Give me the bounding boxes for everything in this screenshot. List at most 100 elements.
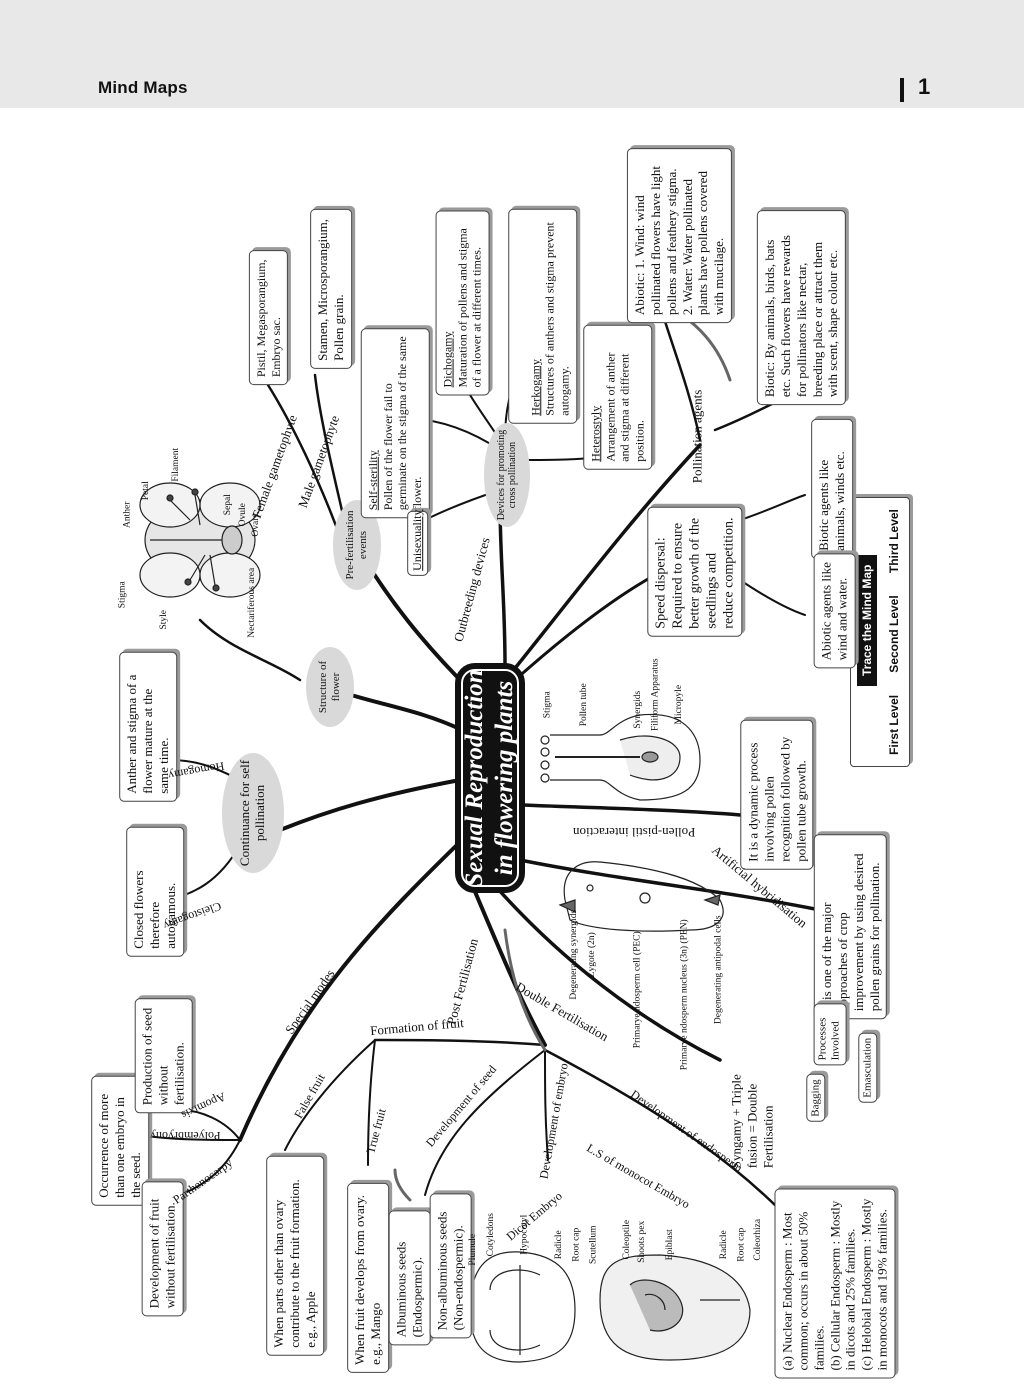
unisexuality-label: Unisexuality [410, 509, 425, 571]
monocot-label-root-cap: Root cap [736, 1227, 747, 1262]
connector-double [488, 878, 722, 1062]
self-sterility-text: Pollen of the flower fail to germinate o… [380, 336, 424, 511]
legend-first-level: First Level [887, 694, 901, 755]
box-unisexuality: Unisexuality [407, 509, 428, 576]
legend-title: Trace the Mind Map [857, 554, 877, 686]
monocot-label-shoot-apex: Shoots pex [637, 1220, 648, 1263]
flower-label-nectariferous: Nectariferous area [247, 567, 258, 638]
flower-label-petal: Petal [140, 481, 151, 501]
monocot-label-coleorhiza: Coleorhiza [753, 1218, 764, 1261]
box-artificial-hybridisation: It is one of the major approaches of cro… [813, 834, 888, 1020]
pistil-figure [540, 713, 701, 801]
box-true-fruit: When fruit develops from ovary. e.g., Ma… [347, 1182, 389, 1373]
node-devices-cross: Devices for promoting cross pollination [484, 423, 530, 527]
monocot-label-scutellum: Scutellum [588, 1225, 599, 1265]
box-endosperm-types: (a) Nuclear Endosperm : Most common; occ… [774, 1188, 896, 1379]
dichogamy-text: Maturation of pollens and stigma of a fl… [455, 228, 484, 388]
monocot-embryo-figure [599, 1254, 751, 1361]
connector-post [468, 878, 547, 1047]
connector-pollenpistil [520, 803, 742, 817]
central-topic-line2: in flowering plants [491, 680, 518, 876]
connector-pollination [510, 443, 702, 674]
sac-label-zygote: Zygote (2n) [586, 932, 597, 978]
box-false-fruit: When parts other than ovary contribute t… [266, 1155, 324, 1356]
dicot-label-radicle: Radicle [553, 1230, 564, 1260]
sac-label-pec: Primarye ndosperm cell (PEC) [632, 931, 643, 1049]
box-herkogamy: Herkogamy Structures of anthers and stig… [508, 208, 577, 424]
sac-label-pen: Primarye ndosperm nucleus (3n) (PEN) [679, 919, 690, 1071]
flower-figure [139, 482, 261, 598]
pistil-label-micropyle: Micropyle [674, 684, 685, 725]
legend-trace-mind-map: Trace the Mind Map First Level Second Le… [850, 497, 910, 767]
box-apomixis: Production of seed without fertilisation… [134, 998, 193, 1114]
box-processes-involved: Processes Involved [813, 1003, 847, 1066]
flower-label-sepal: Sepal [222, 494, 233, 516]
endosperm-c: (c) Helobial Endosperm : Mostly in monoc… [858, 1198, 890, 1371]
box-non-albuminous: Non-albuminous seeds (Non-endospermic). [429, 1193, 472, 1339]
section-title: Mind Maps [98, 78, 188, 97]
flower-label-style: Style [159, 609, 170, 630]
pistil-label-synergids: Synergids [633, 690, 644, 729]
node-continuance: Continuance for self pollination [222, 753, 284, 873]
connector-endosperm [543, 1048, 782, 1212]
box-seed-dispersal: Speed dispersal: Required to ensure bett… [647, 506, 743, 637]
box-abiotic-pollination: Abiotic: 1. Wind: wind pollinated flower… [626, 148, 733, 324]
embryo-sac-figure [558, 861, 724, 932]
dicot-label-root-cap: Root cap [571, 1227, 582, 1262]
dichogamy-title: Dichogamy [440, 331, 455, 388]
page-number: 1 [918, 74, 931, 99]
connector-seed [424, 1049, 546, 1196]
heterostyly-title: Heterostyly [588, 405, 603, 462]
self-sterility-title: Self-sterility [365, 450, 380, 511]
flower-label-stigma: Stigma [117, 581, 128, 609]
connector-abioagent [739, 579, 806, 616]
flower-label-anther: Anther [122, 501, 133, 528]
connector-bioagent [739, 494, 806, 521]
dicot-label-plumule: Plumule [468, 1233, 479, 1266]
pistil-label-filiform: Filiform Apparatus [650, 658, 661, 732]
pistil-label-stigma: Stigma [542, 691, 553, 719]
connector-structure [333, 688, 464, 732]
monocot-label-radicle: Radicle [718, 1230, 729, 1260]
flower-label-ovary: Ovary [251, 512, 262, 537]
legend-second-level: Second Level [887, 595, 901, 673]
box-albuminous: Albuminous seeds (Endospermic). [388, 1210, 431, 1346]
sac-label-degen-antipodal: Degenerating antipodal cells [713, 915, 724, 1025]
box-heterostyly: Heterostyly Arrangement of anther and st… [583, 324, 652, 470]
dicot-label-hypocotyl: Hypocotyl [519, 1214, 530, 1255]
dicot-embryo-figure [469, 1251, 576, 1363]
box-pollen-pistil: It is a dynamic process involving pollen… [740, 719, 814, 870]
box-dichogamy: Dichogamy Maturation of pollens and stig… [435, 210, 490, 396]
connector-flowerfig [198, 618, 302, 682]
header-divider [900, 78, 904, 102]
connector-gray-1 [503, 928, 547, 1052]
central-topic-line1: Sexual Reproduction [461, 669, 488, 887]
connector-special [238, 838, 464, 1142]
connector-falsefruit [284, 1039, 376, 1151]
box-cleistogamy: Closed flowers therefore autogamous. [126, 826, 184, 957]
flower-label-ovule: Ovule [237, 503, 248, 527]
endosperm-b: (b) Cellular Endosperm : Mostly in dicot… [827, 1200, 858, 1371]
box-biotic-pollination: Biotic: By animals, birds, bats etc. Suc… [756, 210, 847, 406]
connector-embryo [544, 1049, 549, 1161]
sac-label-degen-synergids: Degenerating synergids [569, 909, 580, 1000]
connector-continuance [278, 778, 462, 832]
node-structure-of-flower: Structure of flower [306, 647, 354, 727]
box-bagging: Bagging [806, 1073, 826, 1122]
connector-gray-3 [393, 1168, 412, 1202]
endosperm-a: (a) Nuclear Endosperm : Most common; occ… [779, 1211, 827, 1371]
box-emasculation: Emasculation [858, 1032, 878, 1103]
box-female-gametophyte: Pistil, Megasporangium, Embryo sac. [248, 250, 289, 386]
box-self-sterility: Self-sterility Pollen of the flower fail… [360, 328, 430, 519]
connector-seeddisp1 [513, 573, 657, 682]
legend-third-level: Third Level [887, 509, 901, 574]
pistil-label-pollen-tube: Pollen tube [578, 683, 589, 727]
monocot-label-epiblast: Epiblast [664, 1229, 675, 1261]
monocot-label-coleoptile: Coleoptile [622, 1219, 633, 1260]
label-polyembryony: Polyembryony [150, 1129, 221, 1143]
connector-partheno [179, 1139, 241, 1196]
dicot-label-cotyledons: Cotyledons [485, 1213, 496, 1257]
label-pollination-agents: Pollination agents [689, 389, 705, 484]
connector-poly [139, 1134, 241, 1141]
